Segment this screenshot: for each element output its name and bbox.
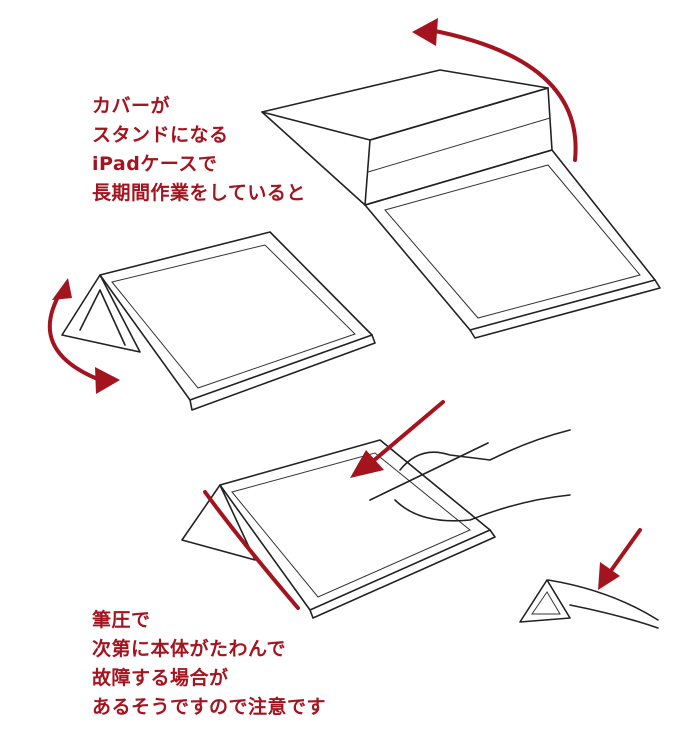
- straight-arrow-icon: [598, 528, 642, 590]
- caption-line: あるそうですので注意です: [92, 696, 327, 718]
- caption-bottom: 筆圧で 次第に本体がたわんで 故障する場合が あるそうですので注意です: [92, 606, 326, 722]
- caption-line: iPadケースで: [92, 153, 218, 175]
- ipad-with-pencil: [181, 429, 659, 629]
- caption-line: カバーが: [92, 95, 171, 117]
- ipad-on-stand: [61, 231, 376, 411]
- curved-arrow-icon: [412, 18, 578, 162]
- curved-arrow-icon: [203, 490, 300, 610]
- caption-line: 長期間作業をしていると: [92, 182, 306, 204]
- caption-line: 故障する場合が: [92, 667, 229, 689]
- caption-line: 筆圧で: [92, 609, 151, 631]
- curved-arrow-icon: [47, 278, 120, 394]
- ipad-with-open-cover: [261, 69, 661, 339]
- caption-top: カバーが スタンドになる iPadケースで 長期間作業をしていると: [92, 92, 306, 208]
- caption-line: 次第に本体がたわんで: [92, 638, 287, 660]
- straight-arrow-icon: [350, 400, 445, 478]
- caption-line: スタンドになる: [92, 124, 229, 146]
